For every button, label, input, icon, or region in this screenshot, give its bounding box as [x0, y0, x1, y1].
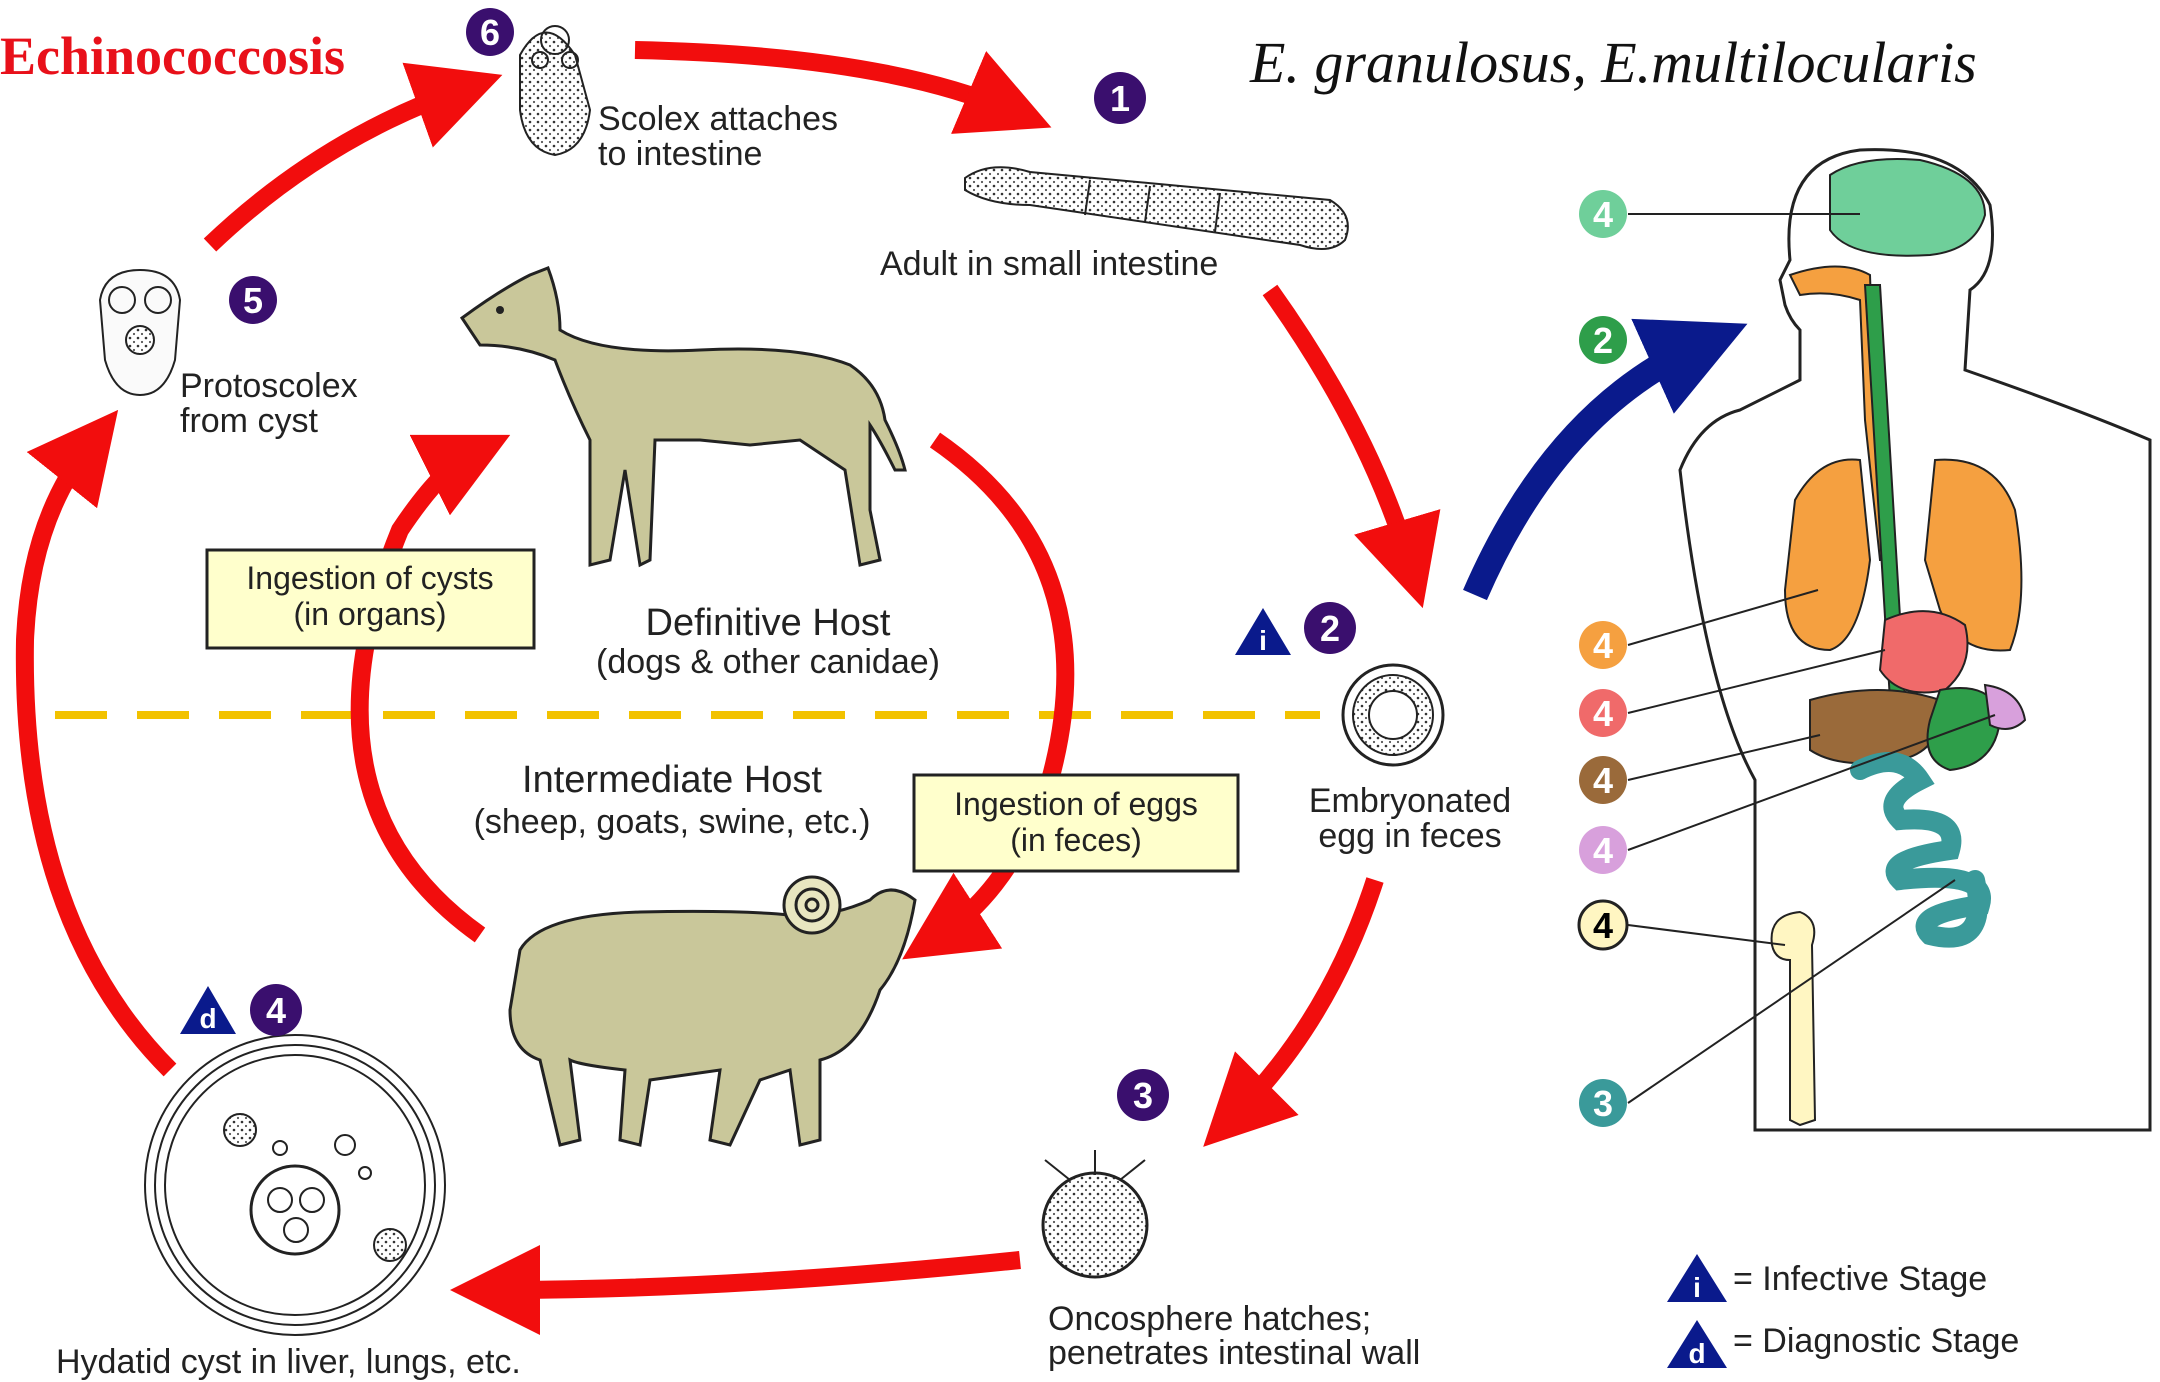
definitive-host-sub: (dogs & other canidae) — [596, 643, 940, 681]
marker-brain-number: 4 — [1593, 194, 1613, 235]
stage-5-number: 5 — [243, 280, 263, 321]
intermediate-host-label: Intermediate Host — [522, 759, 822, 801]
sheep-illustration — [510, 877, 915, 1145]
stage-5-label-line2: from cyst — [180, 402, 318, 440]
stage-3-label-line1: Oncosphere hatches; — [1048, 1300, 1371, 1338]
arrow-3-to-4 — [495, 1260, 1020, 1290]
stage-1-number: 1 — [1110, 78, 1130, 119]
legend-diagnostic-letter: d — [1688, 1338, 1705, 1369]
ingestion-eggs-box: Ingestion of eggs (in feces) — [914, 775, 1238, 871]
stage-3-label-line2: penetrates intestinal wall — [1048, 1334, 1420, 1372]
adult-worm-illustration — [965, 167, 1348, 249]
arrow-sheep-to-dog — [360, 455, 480, 935]
dog-illustration — [462, 268, 905, 565]
stage-4-diagnostic-badge: d — [180, 986, 236, 1034]
marker-lung-number: 4 — [1593, 625, 1613, 666]
legend-infective-label: = Infective Stage — [1733, 1260, 1987, 1298]
ingestion-eggs-line1: Ingestion of eggs — [954, 786, 1198, 822]
arrow-5-to-6 — [210, 90, 460, 245]
infective-badge-letter: i — [1259, 625, 1267, 656]
marker-spleen-number: 4 — [1593, 830, 1613, 871]
arrow-2-to-3 — [1235, 880, 1375, 1115]
protoscolex-illustration — [100, 270, 180, 395]
human-body-illustration — [1680, 150, 2150, 1130]
legend-infective-letter: i — [1693, 1272, 1701, 1303]
ingestion-cysts-box: Ingestion of cysts (in organs) — [207, 550, 534, 648]
scolex-illustration — [520, 26, 590, 155]
arrow-egg-to-human — [1475, 345, 1700, 595]
arrow-4-to-5 — [25, 445, 170, 1070]
stage-5-label-line1: Protoscolex — [180, 367, 358, 405]
marker-intestine-number: 3 — [1593, 1083, 1613, 1124]
marker-heart-number: 4 — [1593, 693, 1613, 734]
stage-2-infective-badge: i — [1235, 608, 1291, 656]
stage-1-label: Adult in small intestine — [880, 245, 1218, 283]
ingestion-eggs-line2: (in feces) — [1010, 822, 1142, 858]
marker-bone-number: 4 — [1593, 905, 1613, 946]
marker-liver-number: 4 — [1593, 760, 1613, 801]
stage-6-number: 6 — [480, 12, 500, 53]
definitive-host-label: Definitive Host — [646, 602, 891, 644]
stage-4-number: 4 — [266, 990, 286, 1031]
stage-4-label: Hydatid cyst in liver, lungs, etc. — [56, 1343, 521, 1381]
heart — [1880, 611, 1968, 692]
diagnostic-badge-letter: d — [199, 1003, 216, 1034]
species-title: E. granulosus, E.multilocularis — [1249, 30, 1977, 95]
ingestion-cysts-line1: Ingestion of cysts — [246, 560, 493, 596]
embryonated-egg-illustration — [1343, 665, 1443, 765]
liver — [1810, 690, 1941, 763]
marker-route-number: 2 — [1593, 320, 1613, 361]
intermediate-host-sub: (sheep, goats, swine, etc.) — [474, 803, 871, 841]
oncosphere-illustration — [1043, 1150, 1147, 1277]
hydatid-cyst-illustration — [145, 1035, 445, 1335]
stage-2-label-line2: egg in feces — [1318, 817, 1501, 855]
stage-2-label-line1: Embryonated — [1309, 782, 1511, 820]
legend: i = Infective Stage d = Diagnostic Stage — [1667, 1254, 2019, 1369]
diagram-title: Echinococcosis — [0, 26, 345, 86]
arrow-1-to-2 — [1270, 290, 1410, 565]
stage-6-label-line1: Scolex attaches — [598, 100, 838, 138]
stage-2-number: 2 — [1320, 608, 1340, 649]
ingestion-cysts-line2: (in organs) — [294, 596, 447, 632]
stage-3-number: 3 — [1133, 1075, 1153, 1116]
legend-diagnostic-label: = Diagnostic Stage — [1733, 1322, 2019, 1360]
stage-6-label-line2: to intestine — [598, 135, 762, 173]
